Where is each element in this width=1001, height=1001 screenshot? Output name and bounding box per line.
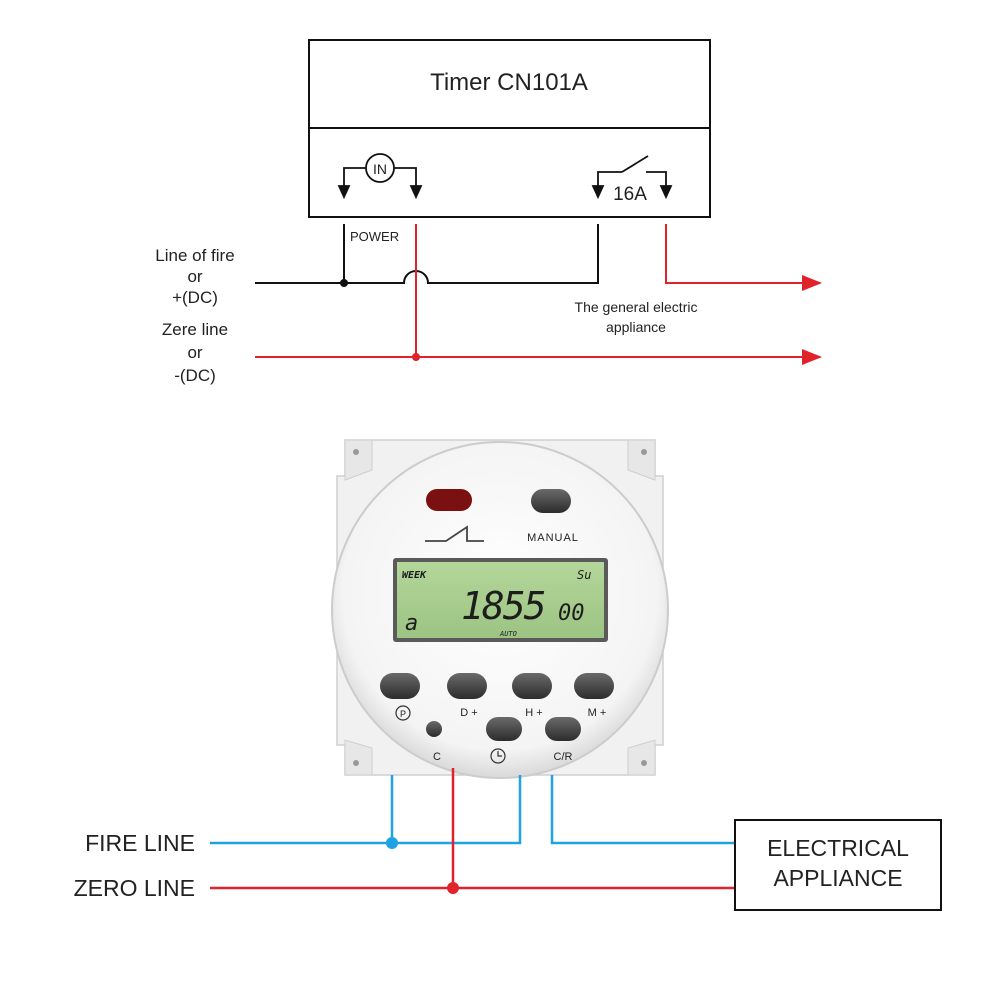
fire-label-line3: +(DC)	[172, 288, 218, 307]
clear-reset-button[interactable]	[426, 721, 442, 737]
zero-label-line1: Zere line	[162, 320, 228, 339]
hour-plus-button[interactable]	[512, 673, 552, 699]
m-plus-label: M +	[588, 707, 607, 719]
minute-plus-button[interactable]	[574, 673, 614, 699]
zero-label-line3: -(DC)	[174, 366, 216, 385]
top-wires	[255, 224, 822, 365]
switch-symbol-icon	[425, 525, 484, 542]
fire-line-label: FIRE LINE	[85, 830, 195, 856]
clock-button[interactable]	[486, 717, 522, 741]
fire-label-line1: Line of fire	[155, 246, 234, 265]
appliance-label-line2: appliance	[606, 319, 666, 335]
program-button[interactable]	[380, 673, 420, 699]
lcd-time-main: 1855	[461, 584, 545, 628]
cr-label: C/R	[554, 751, 573, 763]
bottom-wires	[210, 768, 735, 890]
zero-label-line2: or	[187, 343, 202, 362]
in-label: IN	[373, 161, 387, 177]
appliance-box-line2: APPLIANCE	[773, 865, 902, 891]
junction-dot	[412, 353, 420, 361]
lcd-display	[393, 558, 608, 642]
status-led	[426, 489, 472, 511]
h-plus-label: H +	[525, 707, 542, 719]
manual-label: MANUAL	[527, 532, 579, 544]
countdown-random-button[interactable]	[545, 717, 581, 741]
appliance-box-line1: ELECTRICAL	[767, 835, 909, 861]
relay-switch-symbol	[591, 155, 673, 200]
p-label-ring	[395, 705, 411, 721]
top-left-labels: Line of fire or +(DC) Zere line or -(DC)	[155, 246, 234, 385]
p-label: P	[400, 709, 406, 719]
appliance-label-line1: The general electric	[575, 299, 698, 315]
zero-junction-dot	[447, 882, 459, 894]
zero-line-label: ZERO LINE	[74, 875, 195, 901]
rating-label: 16A	[613, 184, 647, 205]
timer-title: Timer CN101A	[430, 69, 588, 96]
lcd-week-label: WEEK	[402, 570, 427, 581]
fire-junction-dot	[386, 837, 398, 849]
c-label: C	[433, 751, 441, 763]
clock-icon	[490, 748, 506, 764]
input-terminal-symbol	[337, 153, 423, 200]
lcd-day: Su	[577, 568, 591, 582]
manual-button[interactable]	[531, 489, 571, 513]
electrical-appliance-box	[734, 819, 942, 911]
junction-dot	[340, 279, 348, 287]
day-plus-button[interactable]	[447, 673, 487, 699]
timer-block: Timer CN101A	[308, 39, 711, 218]
lcd-time-seconds: 00	[558, 601, 585, 626]
fire-label-line2: or	[187, 267, 202, 286]
lcd-mode: AUTO	[499, 630, 517, 638]
lcd-program: a	[405, 611, 418, 636]
power-label: POWER	[350, 229, 399, 244]
d-plus-label: D +	[460, 707, 477, 719]
